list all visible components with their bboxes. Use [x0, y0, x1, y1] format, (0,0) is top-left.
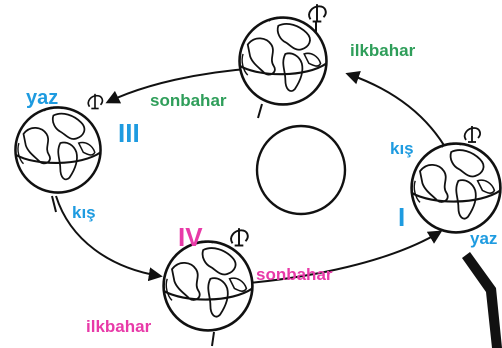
globe-icon: [162, 239, 254, 332]
globe-icon: [410, 141, 502, 234]
label-right-numeral: I: [398, 202, 405, 232]
label-left-numeral: III: [118, 118, 140, 148]
globe-top: [238, 3, 328, 119]
globe-right: [410, 125, 502, 234]
knob-icon: [463, 125, 481, 143]
orbit-path: [55, 67, 449, 285]
knob-icon: [87, 93, 104, 110]
label-left-winter: kış: [72, 203, 96, 222]
label-bottom-spring: ilkbahar: [86, 317, 152, 336]
label-right-winter: kış: [390, 139, 414, 158]
knob-icon: [308, 3, 327, 23]
globe-icon: [238, 15, 328, 106]
knob-icon: [230, 227, 249, 247]
label-bottom-autumn: sonbahar: [256, 265, 333, 284]
label-top-spring: ilkbahar: [350, 41, 416, 60]
label-top-autumn: sonbahar: [150, 91, 227, 110]
label-left-summer: yaz: [26, 87, 58, 109]
sun-circle: [255, 124, 347, 216]
label-right-summer: yaz: [470, 229, 497, 248]
label-bottom-numeral: IV: [178, 222, 203, 252]
globe-icon: [14, 105, 102, 194]
globe-left: [14, 93, 104, 213]
globe-bottom: [162, 227, 254, 347]
stand-icon: [462, 252, 502, 348]
